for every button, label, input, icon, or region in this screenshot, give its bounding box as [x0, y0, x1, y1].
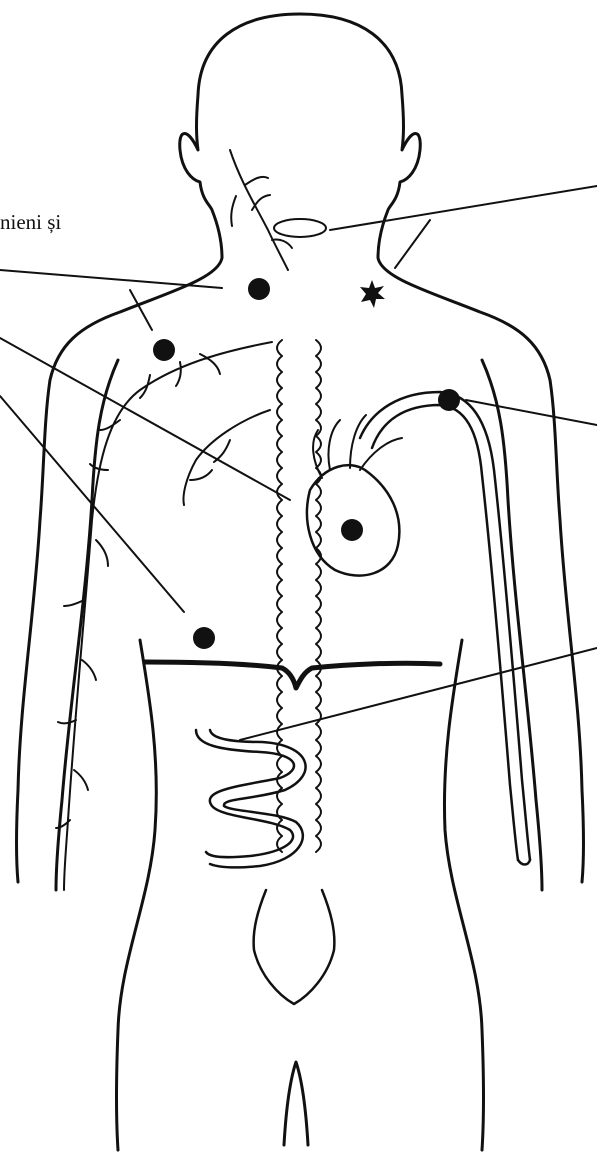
crotch-line	[284, 1062, 308, 1145]
nerve-chest-branch	[184, 410, 271, 505]
marker-dot-aorta	[438, 389, 460, 411]
aorta-tube-end	[518, 860, 530, 865]
marker-dot-lower-chest	[193, 627, 215, 649]
sacrum-outline	[254, 890, 335, 1004]
thyroid-outline	[274, 219, 326, 237]
marker-star-neck	[360, 280, 385, 308]
marker-dot-heart	[341, 519, 363, 541]
callout-line-aorta	[466, 400, 597, 425]
marker-dot-shoulder	[153, 339, 175, 361]
callout-line-neck-node	[0, 270, 222, 288]
callout-line-neck-star	[395, 220, 430, 268]
spine-left	[277, 340, 282, 852]
body-outline-right	[300, 14, 584, 882]
heart-vessels	[313, 415, 402, 478]
nerve-neck	[230, 150, 292, 270]
right-torso-side	[444, 640, 483, 1150]
callout-line-lower-chest	[0, 396, 184, 612]
left-torso-side	[117, 640, 157, 1150]
left-inner-arm	[56, 360, 118, 890]
diaphragm-line	[145, 662, 440, 688]
partial-label: nieni și	[0, 210, 61, 235]
intestine-loops-inner	[210, 730, 306, 867]
callout-line-shoulder-left	[130, 290, 152, 330]
spine-right	[316, 340, 321, 852]
callout-line-thyroid	[330, 186, 597, 230]
marker-dot-neck	[248, 278, 270, 300]
